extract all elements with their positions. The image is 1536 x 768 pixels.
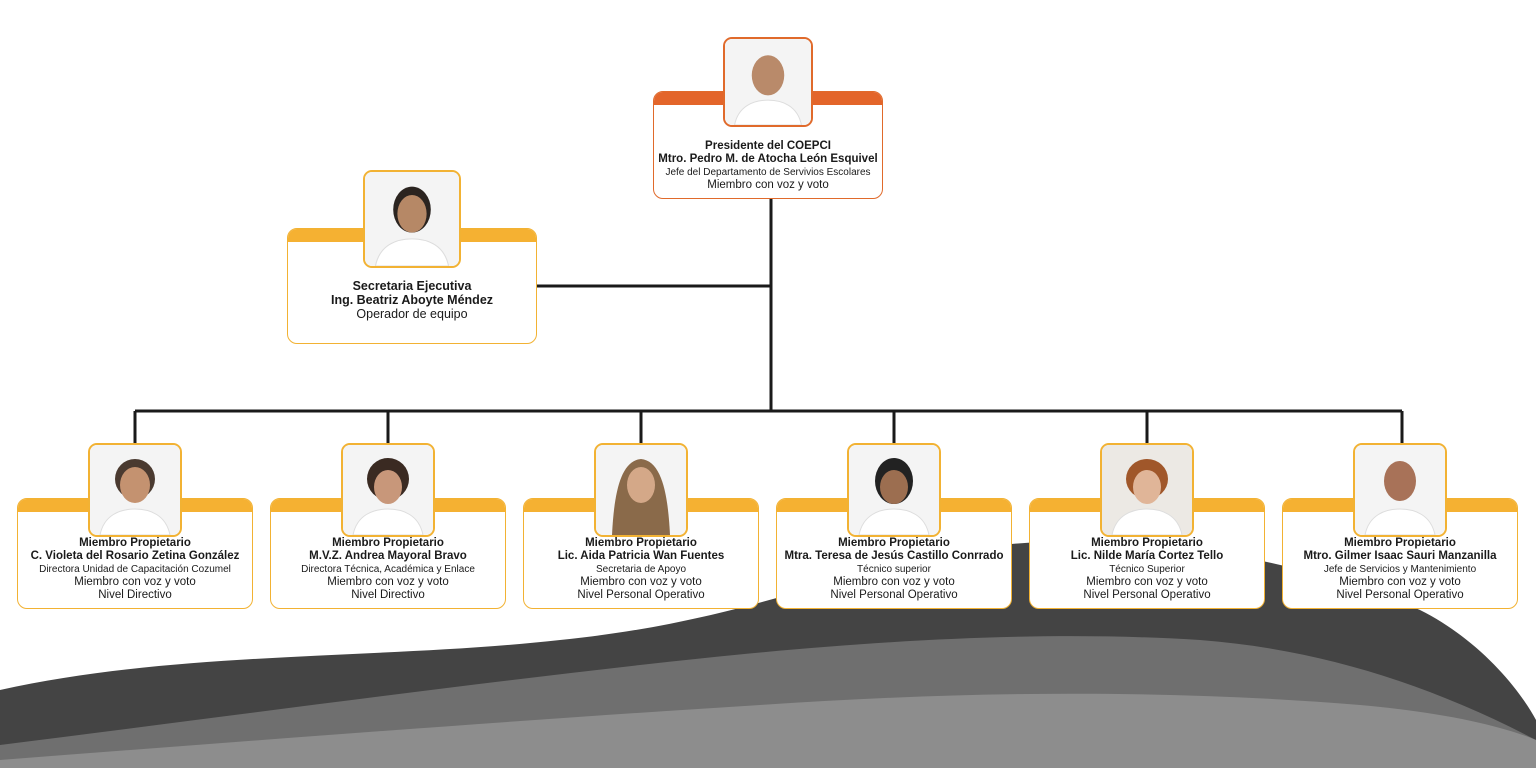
member-card-text: Miembro Propietario Lic. Nilde María Cor… [1030, 537, 1264, 602]
member-card-text: Miembro Propietario Mtro. Gilmer Isaac S… [1283, 537, 1517, 602]
member-vote: Miembro con voz y voto [833, 576, 955, 588]
member-vote: Miembro con voz y voto [74, 576, 196, 588]
president-photo [723, 37, 813, 127]
member-role: Miembro Propietario [838, 537, 950, 549]
member-name: Mtro. Gilmer Isaac Sauri Manzanilla [1303, 550, 1497, 562]
member-vote: Miembro con voz y voto [1339, 576, 1461, 588]
president-role: Presidente del COEPCI [705, 140, 831, 152]
president-card: Presidente del COEPCI Mtro. Pedro M. de … [653, 37, 883, 199]
member-photo [1353, 443, 1447, 537]
member-name: C. Violeta del Rosario Zetina González [30, 550, 240, 562]
member-level: Nivel Directivo [98, 589, 172, 601]
member-card-text: Miembro Propietario C. Violeta del Rosar… [18, 537, 252, 602]
member-name: Lic. Aida Patricia Wan Fuentes [557, 550, 725, 562]
member-vote: Miembro con voz y voto [327, 576, 449, 588]
president-job: Jefe del Departamento de Servivios Escol… [665, 167, 871, 178]
member-card-box: Miembro Propietario C. Violeta del Rosar… [17, 498, 253, 609]
member-card-box: Miembro Propietario Lic. Nilde María Cor… [1029, 498, 1265, 609]
president-vote: Miembro con voz y voto [707, 179, 829, 191]
member-level: Nivel Personal Operativo [577, 589, 705, 601]
secretary-card: Secretaria Ejecutiva Ing. Beatriz Aboyte… [287, 170, 537, 344]
member-photo [88, 443, 182, 537]
member-vote: Miembro con voz y voto [580, 576, 702, 588]
secretary-photo [363, 170, 461, 268]
president-card-text: Presidente del COEPCI Mtro. Pedro M. de … [654, 140, 882, 192]
member-card: Miembro Propietario Lic. Nilde María Cor… [1029, 443, 1265, 609]
member-job: Secretaria de Apoyo [595, 564, 687, 575]
member-card: Miembro Propietario Mtra. Teresa de Jesú… [776, 443, 1012, 609]
member-card: Miembro Propietario C. Violeta del Rosar… [17, 443, 253, 609]
member-card-text: Miembro Propietario Lic. Aida Patricia W… [524, 537, 758, 602]
member-name: Lic. Nilde María Cortez Tello [1070, 550, 1224, 562]
secretary-job: Operador de equipo [356, 307, 468, 321]
member-card-text: Miembro Propietario Mtra. Teresa de Jesú… [777, 537, 1011, 602]
member-role: Miembro Propietario [585, 537, 697, 549]
member-photo [847, 443, 941, 537]
member-photo [1100, 443, 1194, 537]
member-role: Miembro Propietario [332, 537, 444, 549]
president-name: Mtro. Pedro M. de Atocha León Esquivel [658, 153, 878, 165]
member-role: Miembro Propietario [79, 537, 191, 549]
member-name: M.V.Z. Andrea Mayoral Bravo [309, 550, 467, 562]
member-job: Jefe de Servicios y Mantenimiento [1323, 564, 1477, 575]
member-job: Directora Técnica, Académica y Enlace [301, 564, 475, 575]
wave-light [0, 693, 1536, 768]
member-vote: Miembro con voz y voto [1086, 576, 1208, 588]
member-photo [594, 443, 688, 537]
member-job: Técnico superior [857, 564, 931, 575]
member-level: Nivel Directivo [351, 589, 425, 601]
member-card: Miembro Propietario Mtro. Gilmer Isaac S… [1282, 443, 1518, 609]
member-name: Mtra. Teresa de Jesús Castillo Conrrado [784, 550, 1004, 562]
secretary-name: Ing. Beatriz Aboyte Méndez [330, 293, 494, 307]
member-level: Nivel Personal Operativo [1336, 589, 1464, 601]
member-job: Técnico Superior [1109, 564, 1185, 575]
secretary-role: Secretaria Ejecutiva [352, 279, 472, 293]
member-level: Nivel Personal Operativo [1083, 589, 1211, 601]
member-card: Miembro Propietario Lic. Aida Patricia W… [523, 443, 759, 609]
member-card-text: Miembro Propietario M.V.Z. Andrea Mayora… [271, 537, 505, 602]
member-photo [341, 443, 435, 537]
member-role: Miembro Propietario [1344, 537, 1456, 549]
member-level: Nivel Personal Operativo [830, 589, 958, 601]
member-card: Miembro Propietario M.V.Z. Andrea Mayora… [270, 443, 506, 609]
secretary-card-text: Secretaria Ejecutiva Ing. Beatriz Aboyte… [288, 279, 536, 321]
member-job: Directora Unidad de Capacitación Cozumel [39, 564, 231, 575]
member-role: Miembro Propietario [1091, 537, 1203, 549]
